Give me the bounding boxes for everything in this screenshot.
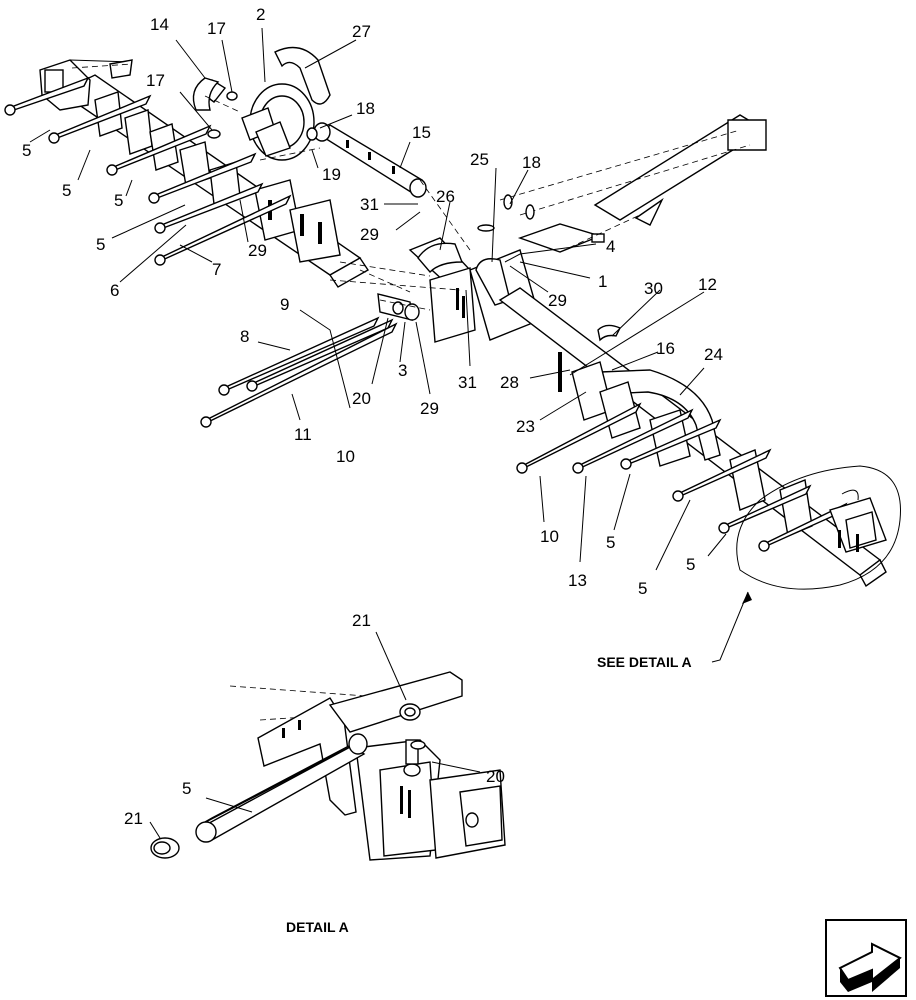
callout-31: 31 [360,195,379,214]
callout-12: 12 [698,275,717,294]
callout-5: 5 [686,555,695,574]
callout-13: 13 [568,571,587,590]
callout-10: 10 [336,447,355,466]
callout-7: 7 [212,260,221,279]
callout-28: 28 [500,373,519,392]
callout-9: 9 [280,295,289,314]
callout-29: 29 [360,225,379,244]
callout-14: 14 [150,15,169,34]
callout-30: 30 [644,279,663,298]
callout-3: 3 [398,361,407,380]
callout-29: 29 [248,241,267,260]
callout-8: 8 [240,327,249,346]
callout-6: 6 [110,281,119,300]
callout-10: 10 [540,527,559,546]
detail-outline [736,465,901,590]
callout-1: 1 [598,272,607,291]
callout-5: 5 [96,235,105,254]
callout-23: 23 [516,417,535,436]
callout-25: 25 [470,150,489,169]
see-detail-caption: SEE DETAIL A [597,654,692,670]
callout-5: 5 [22,141,31,160]
navigation-arrow-icon[interactable] [825,919,907,997]
callout-27: 27 [352,22,371,41]
callout-11: 11 [294,425,312,444]
detail-a-assembly [150,671,506,861]
center-rods [200,293,420,428]
callout-20: 20 [352,389,371,408]
callout-16: 16 [656,339,675,358]
callout-31: 31 [458,373,477,392]
callout-17: 17 [146,71,165,90]
callout-19: 19 [322,165,341,184]
right-end-unit [829,489,887,553]
left-tubes [4,76,292,266]
callout-29: 29 [548,291,567,310]
callout-24: 24 [704,345,723,364]
callout-labels: 14 17 2 27 17 18 15 19 31 29 25 18 26 4 … [22,5,723,828]
callout-4: 4 [606,237,615,256]
plate-4 [517,223,605,253]
callout-21: 21 [124,809,143,828]
callout-29: 29 [420,399,439,418]
callout-18: 18 [522,153,541,172]
blower-assembly [192,46,331,161]
callout-17: 17 [207,19,226,38]
callout-5: 5 [62,181,71,200]
detail-caption: DETAIL A [286,919,349,935]
callout-5: 5 [606,533,615,552]
right-tubes [516,402,848,552]
callout-5: 5 [182,779,191,798]
callout-20: 20 [486,767,505,786]
callout-26: 26 [436,187,455,206]
detail-leader [711,591,749,663]
leader-lines [29,27,727,839]
center-frame [408,237,541,343]
duct-15 [306,122,427,198]
callout-5: 5 [638,579,647,598]
callout-5: 5 [114,191,123,210]
callout-18: 18 [356,99,375,118]
callout-2: 2 [256,5,265,24]
callout-15: 15 [412,123,431,142]
callout-21: 21 [352,611,371,630]
small-parts [477,194,664,342]
